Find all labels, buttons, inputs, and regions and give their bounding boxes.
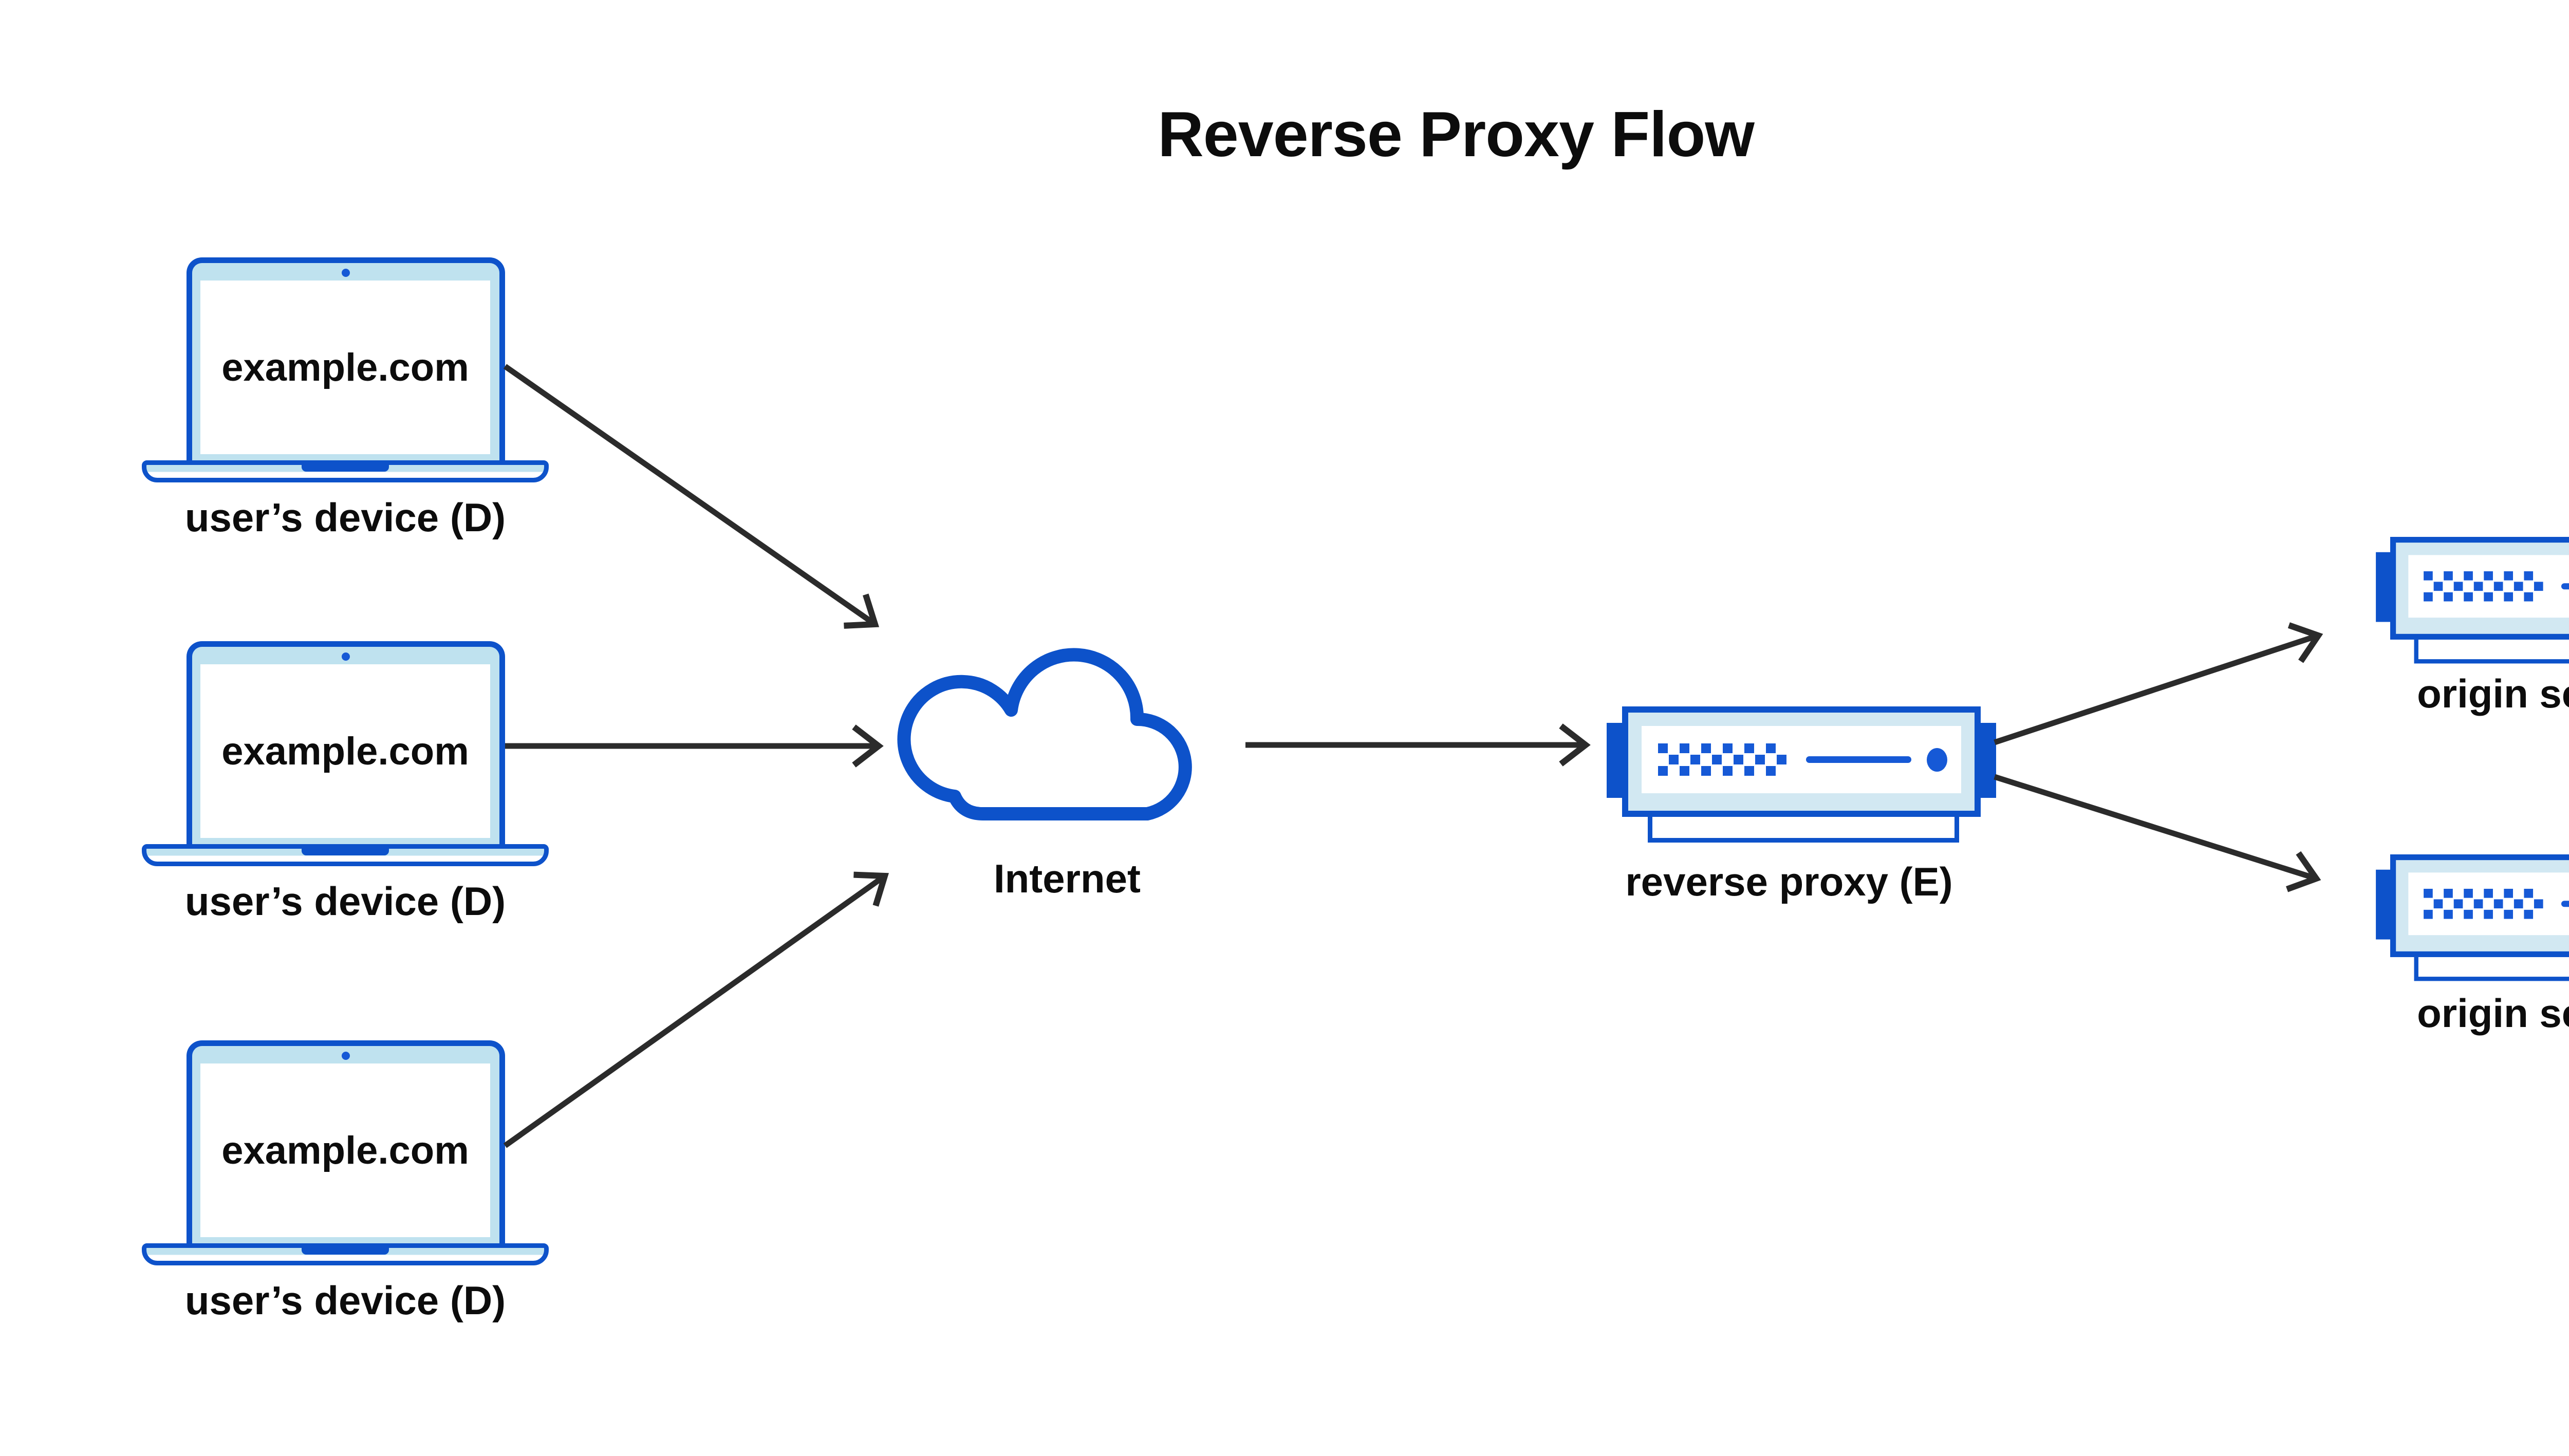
laptop-screen: example.com: [200, 1063, 490, 1237]
device-label: user’s device (D): [184, 879, 506, 924]
laptop-base: [142, 460, 549, 482]
origin-server-1: [2376, 537, 2569, 664]
laptop-base: [142, 1243, 549, 1265]
server-vents-icon: [2424, 888, 2544, 919]
laptop-icon: example.com: [187, 641, 505, 844]
origin-server-2: [2376, 854, 2569, 981]
user-device-1: example.com user’s device (D): [142, 257, 549, 555]
server-vents-icon: [2424, 571, 2544, 602]
webcam-dot-icon: [342, 269, 350, 277]
arrow-proxy-to-origin1: [1994, 622, 2323, 745]
device-label: user’s device (D): [184, 1278, 506, 1323]
laptop-icon: example.com: [187, 257, 505, 460]
laptop-base: [142, 844, 549, 866]
laptop-hinge-notch: [302, 1248, 389, 1255]
arrow-device1-to-internet: [503, 364, 880, 629]
user-device-2: example.com user’s device (D): [142, 641, 549, 939]
server-slot-line: [2561, 583, 2569, 590]
device-label: user’s device (D): [184, 495, 506, 540]
webcam-dot-icon: [342, 1052, 350, 1060]
server-vents-icon: [1658, 743, 1788, 776]
laptop-screen: example.com: [200, 664, 490, 838]
server-front-panel: [2408, 555, 2569, 618]
server-led-icon: [1927, 748, 1947, 772]
diagram-title: Reverse Proxy Flow: [1158, 99, 1755, 170]
arrow-proxy-to-origin2: [1994, 774, 2321, 892]
internet-label: Internet: [993, 856, 1141, 901]
laptop-hinge-notch: [302, 849, 389, 855]
server-front-panel: [2408, 872, 2569, 936]
server-icon: [1622, 706, 1981, 817]
server-front-panel: [1642, 726, 1961, 793]
server-slot-line: [2561, 901, 2569, 907]
laptop-icon: example.com: [187, 1040, 505, 1243]
server-icon: [2390, 537, 2569, 640]
server-icon: [2390, 854, 2569, 957]
reverse-proxy-label: reverse proxy (E): [1625, 859, 1953, 904]
user-device-3: example.com user’s device (D): [142, 1040, 549, 1338]
laptop-hinge-notch: [302, 465, 389, 472]
webcam-dot-icon: [342, 652, 350, 661]
internet-cloud-icon: [897, 648, 1192, 820]
laptop-screen: example.com: [200, 281, 490, 454]
server-slot-line: [1806, 756, 1911, 763]
reverse-proxy-server: [1607, 706, 1996, 843]
origin-server-2-label: origin server (F): [2417, 991, 2569, 1036]
origin-server-1-label: origin server (F): [2417, 671, 2569, 716]
